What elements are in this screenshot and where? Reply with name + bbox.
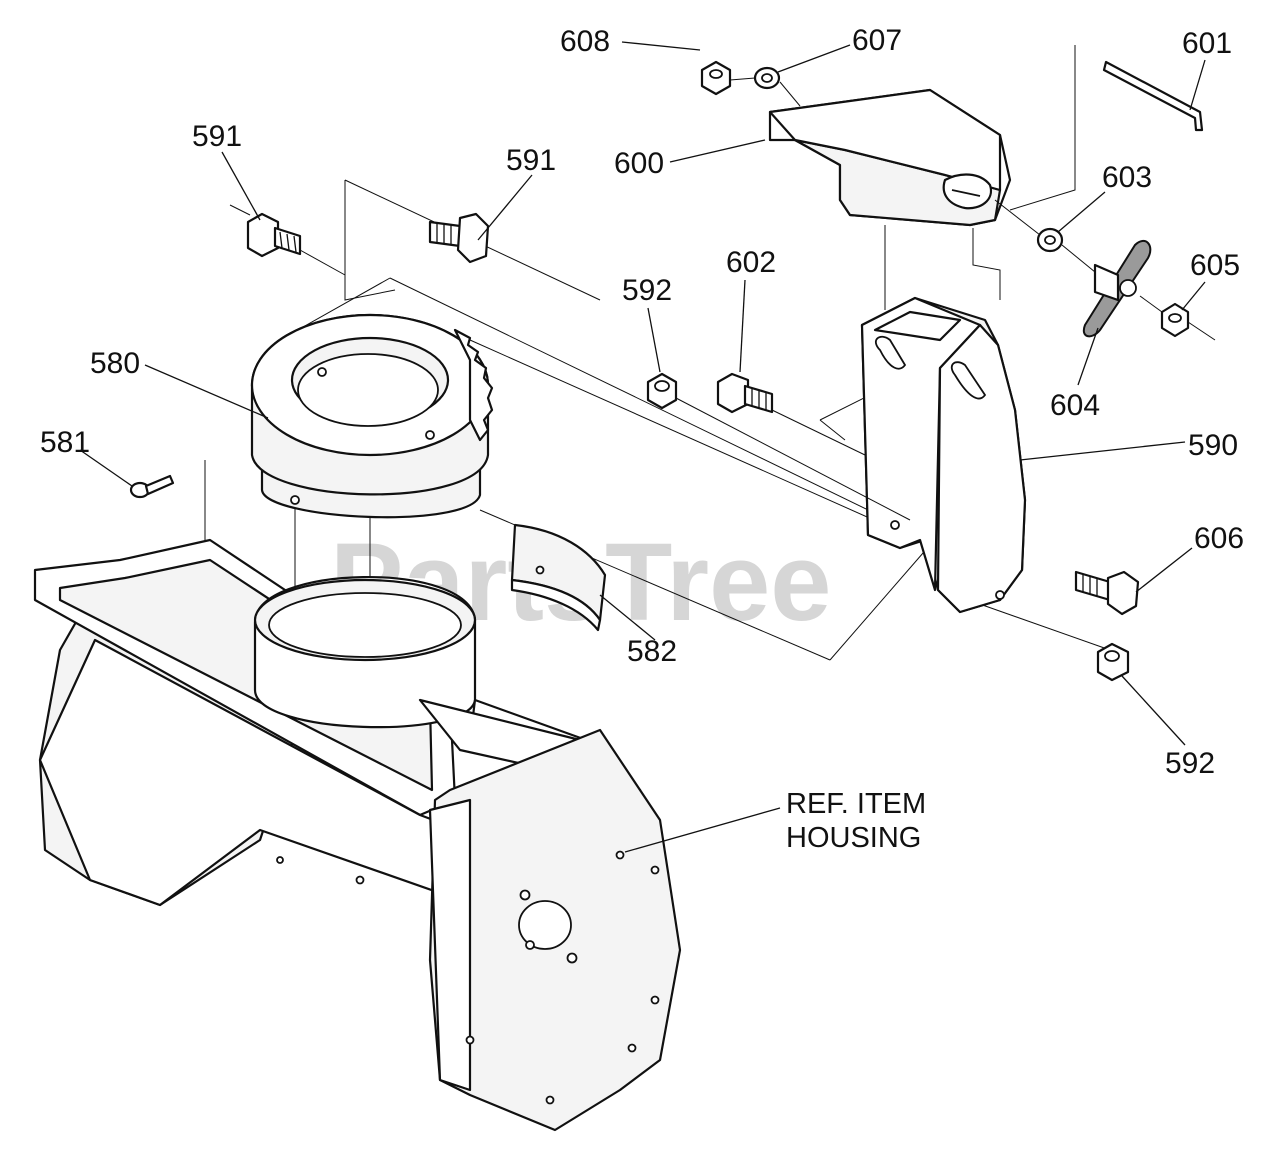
callout-603: 603	[1102, 161, 1152, 194]
callout-602: 602	[726, 246, 776, 279]
callout-592-upper: 592	[622, 274, 672, 307]
pin-601	[1102, 60, 1204, 132]
callout-604: 604	[1050, 389, 1100, 422]
nut-605	[1160, 302, 1190, 338]
bolt-602	[716, 372, 774, 414]
reference-note: REF. ITEM HOUSING	[786, 788, 926, 854]
callout-591-right: 591	[506, 144, 556, 177]
callout-labels: 608 607 601 600 591 591 603 605 602 592 …	[40, 24, 1244, 780]
callout-600: 600	[614, 147, 664, 180]
bolt-591-right	[428, 212, 490, 264]
nut-592-upper	[646, 372, 678, 410]
washer-607	[753, 66, 781, 90]
callout-608: 608	[560, 25, 610, 58]
callout-601: 601	[1182, 27, 1232, 60]
screw-581	[129, 474, 175, 499]
curved-cover-582	[510, 523, 607, 632]
callout-590: 590	[1188, 429, 1238, 462]
bolt-591-left	[246, 212, 302, 258]
bolt-606	[1074, 570, 1140, 616]
reference-note-line1: REF. ITEM	[786, 788, 926, 820]
deflector-bracket-600	[768, 88, 1012, 227]
callout-592-lower: 592	[1165, 747, 1215, 780]
chute-590	[860, 296, 1027, 614]
callout-580: 580	[90, 347, 140, 380]
callout-582: 582	[627, 635, 677, 668]
callout-leaders	[79, 41, 1206, 853]
blower-housing	[33, 538, 682, 1132]
reference-note-line2: HOUSING	[786, 822, 921, 854]
callout-605: 605	[1190, 249, 1240, 282]
nut-592-lower	[1096, 642, 1130, 682]
callout-581: 581	[40, 426, 90, 459]
nut-608	[700, 60, 732, 96]
hardware-axis-lines	[229, 77, 1216, 521]
chute-ring-580	[250, 313, 494, 519]
callout-607: 607	[852, 24, 902, 57]
callout-606: 606	[1194, 522, 1244, 555]
callout-591-left: 591	[192, 120, 242, 153]
washer-603	[1036, 227, 1064, 253]
knob-604	[1082, 239, 1152, 338]
